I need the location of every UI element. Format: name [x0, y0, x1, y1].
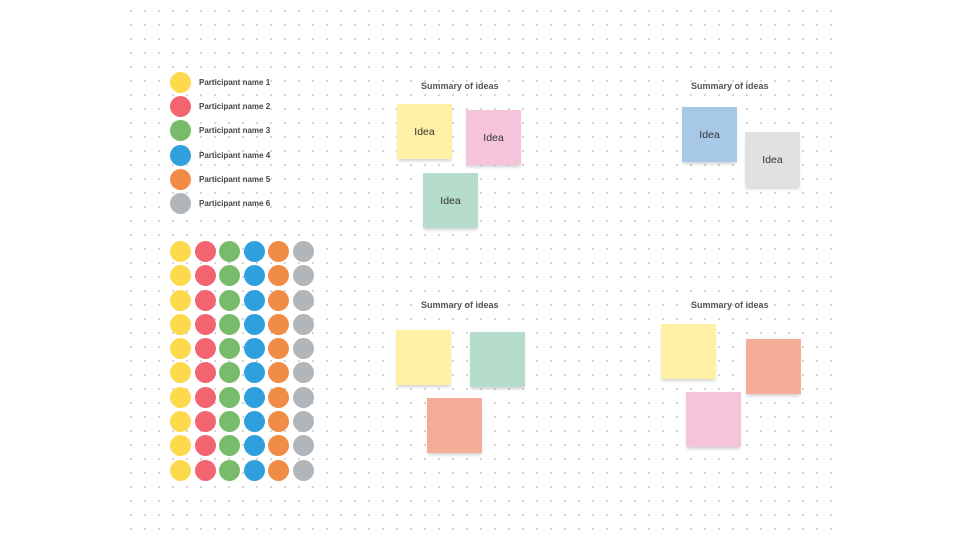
- voting-dot-sticker[interactable]: [219, 386, 240, 408]
- voting-dot-sticker[interactable]: [219, 241, 240, 262]
- sticky-note[interactable]: [396, 330, 451, 385]
- voting-dot-sticker[interactable]: [219, 313, 240, 335]
- voting-dot-sticker[interactable]: [292, 459, 314, 481]
- voting-dot-sticker[interactable]: [268, 265, 289, 287]
- voting-dot-sticker[interactable]: [243, 265, 265, 287]
- sticky-note[interactable]: Idea: [745, 132, 800, 187]
- voting-dot-sticker[interactable]: [194, 289, 216, 311]
- voting-dot-sticker[interactable]: [194, 265, 216, 287]
- voting-dot-sticker[interactable]: [243, 459, 265, 481]
- voting-dot-sticker[interactable]: [243, 289, 265, 311]
- sticky-note[interactable]: [427, 398, 482, 453]
- sticky-note[interactable]: [470, 332, 525, 387]
- legend-item[interactable]: Participant name 5: [170, 168, 270, 190]
- voting-dot-sticker[interactable]: [219, 435, 240, 457]
- participant-name[interactable]: Participant name 2: [199, 101, 271, 111]
- voting-dot-sticker[interactable]: [243, 241, 265, 262]
- voting-dot-sticker[interactable]: [243, 386, 265, 408]
- voting-dot-sticker[interactable]: [170, 241, 191, 262]
- voting-dot-sticker[interactable]: [243, 362, 265, 384]
- voting-dot-sticker[interactable]: [268, 386, 289, 408]
- voting-dot-sticker[interactable]: [194, 338, 216, 360]
- group-title[interactable]: Summary of ideas: [691, 81, 769, 91]
- participant-name[interactable]: Participant name 6: [199, 198, 271, 208]
- voting-dot-sticker[interactable]: [268, 411, 289, 433]
- legend-item[interactable]: Participant name 3: [170, 119, 270, 141]
- participant-name[interactable]: Participant name 3: [199, 125, 271, 135]
- voting-dots-grid: [170, 241, 314, 481]
- voting-dot-sticker[interactable]: [170, 289, 191, 311]
- sticky-note[interactable]: Idea: [466, 110, 521, 165]
- voting-dot-sticker[interactable]: [292, 362, 314, 384]
- participant-dot-icon: [170, 95, 191, 117]
- participant-dot-icon: [170, 144, 191, 166]
- voting-dot-sticker[interactable]: [292, 241, 314, 262]
- voting-dot-sticker[interactable]: [194, 411, 216, 433]
- legend-item[interactable]: Participant name 2: [170, 95, 270, 117]
- voting-dot-sticker[interactable]: [268, 338, 289, 360]
- voting-dot-sticker[interactable]: [170, 362, 191, 384]
- voting-dot-sticker[interactable]: [292, 338, 314, 360]
- participant-dot-icon: [170, 119, 191, 141]
- voting-dot-sticker[interactable]: [268, 362, 289, 384]
- legend-item[interactable]: Participant name 1: [170, 71, 270, 93]
- voting-dot-sticker[interactable]: [292, 411, 314, 433]
- voting-dot-sticker[interactable]: [194, 241, 216, 262]
- voting-dot-sticker[interactable]: [292, 435, 314, 457]
- group-title[interactable]: Summary of ideas: [421, 81, 499, 91]
- whiteboard-canvas[interactable]: [124, 4, 840, 542]
- voting-dot-sticker[interactable]: [243, 313, 265, 335]
- voting-dot-sticker[interactable]: [219, 362, 240, 384]
- sticky-note[interactable]: Idea: [423, 173, 478, 228]
- sticky-note[interactable]: Idea: [682, 107, 737, 162]
- group-title[interactable]: Summary of ideas: [421, 300, 499, 310]
- voting-dot-sticker[interactable]: [292, 386, 314, 408]
- sticky-note[interactable]: [661, 324, 716, 379]
- voting-dot-sticker[interactable]: [170, 386, 191, 408]
- sticky-note[interactable]: [686, 392, 741, 447]
- voting-dot-sticker[interactable]: [194, 362, 216, 384]
- voting-dot-sticker[interactable]: [268, 435, 289, 457]
- voting-dot-sticker[interactable]: [292, 313, 314, 335]
- voting-dot-sticker[interactable]: [194, 459, 216, 481]
- voting-dot-sticker[interactable]: [219, 459, 240, 481]
- voting-dot-sticker[interactable]: [194, 313, 216, 335]
- voting-dot-sticker[interactable]: [170, 338, 191, 360]
- voting-dot-sticker[interactable]: [243, 338, 265, 360]
- voting-dot-sticker[interactable]: [219, 411, 240, 433]
- voting-dot-sticker[interactable]: [170, 435, 191, 457]
- voting-dot-sticker[interactable]: [292, 265, 314, 287]
- voting-dot-sticker[interactable]: [170, 411, 191, 433]
- voting-dot-sticker[interactable]: [219, 338, 240, 360]
- voting-dot-sticker[interactable]: [268, 289, 289, 311]
- voting-dot-sticker[interactable]: [194, 435, 216, 457]
- voting-dot-sticker[interactable]: [170, 459, 191, 481]
- voting-dot-sticker[interactable]: [219, 289, 240, 311]
- legend-item[interactable]: Participant name 4: [170, 144, 270, 166]
- legend-item[interactable]: Participant name 6: [170, 192, 270, 214]
- voting-dot-sticker[interactable]: [194, 386, 216, 408]
- voting-dot-sticker[interactable]: [219, 265, 240, 287]
- voting-dot-sticker[interactable]: [268, 459, 289, 481]
- participant-dot-icon: [170, 192, 191, 214]
- voting-dot-sticker[interactable]: [243, 411, 265, 433]
- voting-dot-sticker[interactable]: [170, 265, 191, 287]
- sticky-note[interactable]: [746, 339, 801, 394]
- voting-dot-sticker[interactable]: [170, 313, 191, 335]
- participant-dot-icon: [170, 168, 191, 190]
- participant-name[interactable]: Participant name 4: [199, 150, 271, 160]
- voting-dot-sticker[interactable]: [268, 313, 289, 335]
- participant-dot-icon: [170, 71, 191, 93]
- voting-dot-sticker[interactable]: [292, 289, 314, 311]
- participant-name[interactable]: Participant name 1: [199, 77, 271, 87]
- group-title[interactable]: Summary of ideas: [691, 300, 769, 310]
- voting-dot-sticker[interactable]: [268, 241, 289, 262]
- voting-dot-sticker[interactable]: [243, 435, 265, 457]
- sticky-note[interactable]: Idea: [397, 104, 452, 159]
- participant-name[interactable]: Participant name 5: [199, 174, 271, 184]
